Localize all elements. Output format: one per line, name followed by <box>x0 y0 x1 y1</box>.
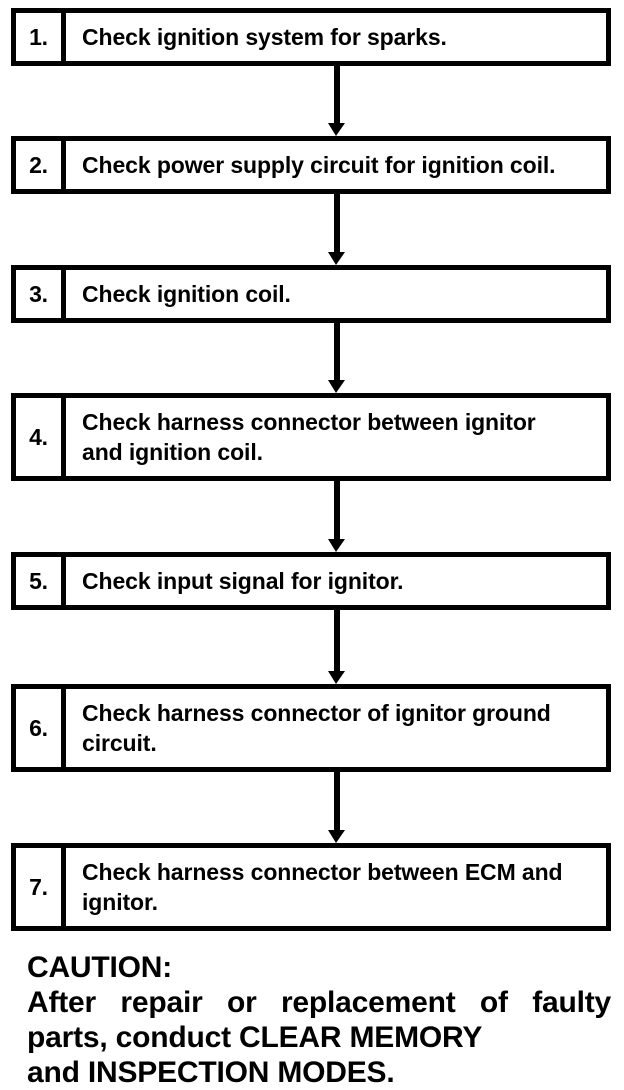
step-box-2: 2. Check power supply circuit for ignitio… <box>11 136 611 194</box>
arrow-stem <box>334 481 340 539</box>
arrow-head-icon <box>328 539 345 552</box>
step-text-cell: Check ignition coil. <box>66 270 606 318</box>
step-number-cell: 7. <box>16 848 66 926</box>
caution-line-2: parts, conduct CLEAR MEMORY <box>27 1021 483 1054</box>
arrow-head-icon <box>328 380 345 393</box>
step-box-3: 3. Check ignition coil. <box>11 265 611 323</box>
caution-heading: CAUTION: <box>27 951 173 984</box>
step-text-line: Check input signal for ignitor. <box>82 568 404 594</box>
step-text-line: Check harness connector of ignitor groun… <box>82 700 551 726</box>
step-text-cell: Check harness connector between ECM and i… <box>66 848 606 926</box>
step-number: 4. <box>29 423 48 450</box>
caution-line-3: and INSPECTION MODES. <box>27 1056 395 1089</box>
step-text-line: Check ignition coil. <box>82 281 291 307</box>
arrow-stem <box>334 323 340 380</box>
step-box-4: 4. Check harness connector between ignito… <box>11 393 611 481</box>
step-text-line: Check ignition system for sparks. <box>82 24 447 50</box>
step-box-7: 7. Check harness connector between ECM an… <box>11 843 611 931</box>
arrow-4-to-5 <box>328 481 345 552</box>
step-number: 6. <box>29 714 48 741</box>
arrow-stem <box>334 66 340 123</box>
step-number-cell: 4. <box>16 398 66 476</box>
step-number: 7. <box>29 873 48 900</box>
arrow-5-to-6 <box>328 610 345 684</box>
step-number: 1. <box>29 23 48 50</box>
arrow-head-icon <box>328 252 345 265</box>
step-text-line: and ignition coil. <box>82 439 263 465</box>
step-text-cell: Check harness connector between ignitor a… <box>66 398 606 476</box>
step-box-5: 5. Check input signal for ignitor. <box>11 552 611 610</box>
caution-line-1: After repair or replacement of faulty <box>27 986 611 1019</box>
arrow-stem <box>334 194 340 252</box>
arrow-stem <box>334 610 340 671</box>
arrow-head-icon <box>328 123 345 136</box>
arrow-1-to-2 <box>328 66 345 136</box>
step-number-cell: 6. <box>16 689 66 767</box>
step-text-line: ignitor. <box>82 889 158 915</box>
step-box-1: 1. Check ignition system for sparks. <box>11 8 611 66</box>
step-text-line: circuit. <box>82 730 157 756</box>
arrow-stem <box>334 772 340 830</box>
step-number: 5. <box>29 567 48 594</box>
step-text-cell: Check harness connector of ignitor groun… <box>66 689 606 767</box>
step-number: 3. <box>29 280 48 307</box>
step-text-line: Check power supply circuit for ignition … <box>82 152 556 178</box>
step-number: 2. <box>29 151 48 178</box>
step-text-cell: Check input signal for ignitor. <box>66 557 606 605</box>
arrow-head-icon <box>328 830 345 843</box>
step-number-cell: 2. <box>16 141 66 189</box>
step-number-cell: 1. <box>16 13 66 61</box>
arrow-3-to-4 <box>328 323 345 393</box>
step-text-cell: Check power supply circuit for ignition … <box>66 141 606 189</box>
arrow-2-to-3 <box>328 194 345 265</box>
arrow-head-icon <box>328 671 345 684</box>
step-text-line: Check harness connector between ignitor <box>82 409 536 435</box>
step-text-line: Check harness connector between ECM and <box>82 859 563 885</box>
step-box-6: 6. Check harness connector of ignitor gro… <box>11 684 611 772</box>
step-text-cell: Check ignition system for sparks. <box>66 13 606 61</box>
step-number-cell: 3. <box>16 270 66 318</box>
step-number-cell: 5. <box>16 557 66 605</box>
arrow-6-to-7 <box>328 772 345 843</box>
caution-block: CAUTION: After repair or replacement of … <box>27 950 611 1090</box>
